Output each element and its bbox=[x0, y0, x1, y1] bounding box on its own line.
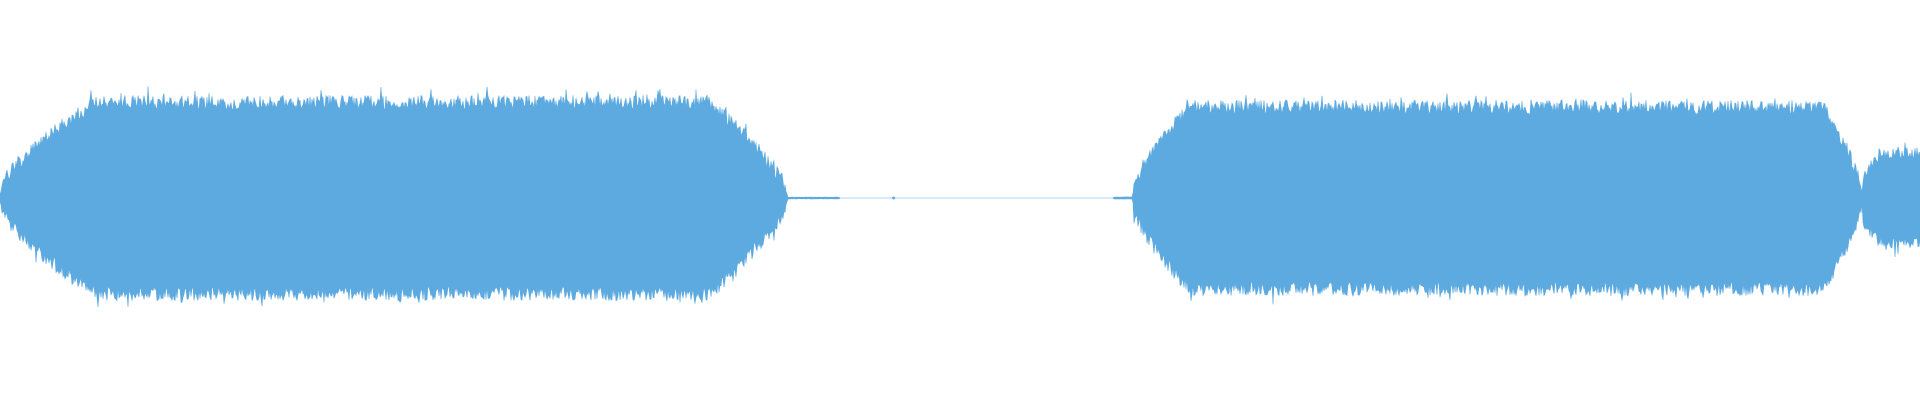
waveform-silence-blip bbox=[1113, 197, 1133, 199]
waveform-silence-blip bbox=[787, 197, 840, 199]
waveform-silence-blip bbox=[892, 197, 895, 199]
waveform-amplitude-fill bbox=[0, 86, 1920, 308]
